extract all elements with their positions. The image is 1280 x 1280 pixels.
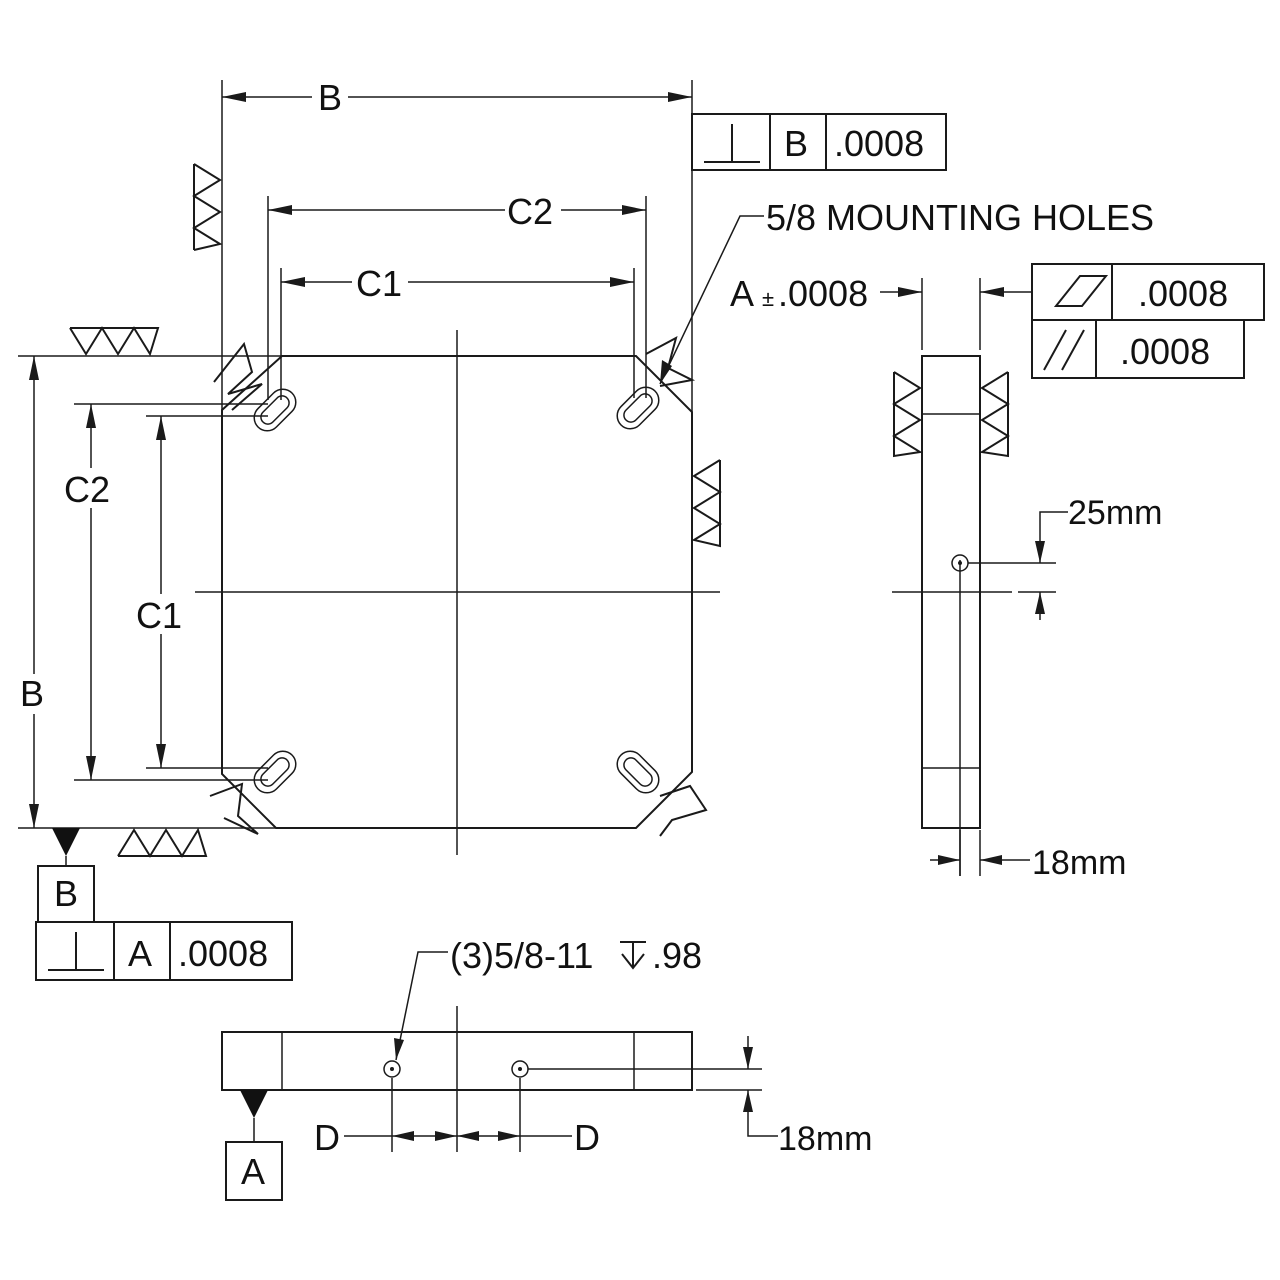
dim-label-top-c2: C2 [507,191,553,232]
dim-label-left-c2: C2 [64,469,110,510]
plate-outline [221,355,693,829]
dim-label-d-right: D [574,1117,600,1158]
dim-label-18mm-side: 18mm [1032,844,1126,882]
fcf-bottom-datum: A [128,933,152,974]
thickness-pm: ± [762,286,774,311]
perpendicularity-icon [48,932,104,971]
tapped-hole-left [383,1060,401,1078]
perpendicularity-icon [704,124,760,163]
dim-label-18mm-bottom: 18mm [778,1120,872,1158]
parallelism-tolerance: .0008 [1120,331,1210,372]
tapped-holes-note: (3)5/8-11 [450,935,593,976]
dim-label-left-c1: C1 [136,595,182,636]
fcf-flatness: .0008 [1031,263,1265,321]
fcf-perpendicularity-b: B .0008 [691,113,947,171]
fcf-bottom-tolerance: .0008 [178,933,268,974]
mounting-hole-bottom-left [253,750,297,794]
mounting-hole-top-right [616,386,660,430]
tapped-depth: .98 [652,935,702,976]
fcf-top-datum: B [784,123,808,164]
machining-mark-icon [69,163,722,858]
thickness-datum: A [730,273,754,314]
side-view: A ± .0008 .0008 .0008 25mm [730,263,1265,882]
datum-triangle-icon [52,828,80,856]
dim-label-d-left: D [314,1117,340,1158]
parallelism-icon [1043,329,1085,371]
thickness-value: .0008 [778,273,868,314]
datum-b-label: B [54,873,78,914]
fcf-top-tolerance: .0008 [834,123,924,164]
dim-label-top-b: B [318,77,342,118]
mounting-holes-note: 5/8 MOUNTING HOLES [766,197,1154,238]
leader-mounting-holes [659,215,764,385]
datum-a-box [225,1141,283,1201]
leader-tapped-holes [395,951,448,1061]
depth-icon [620,941,646,970]
datum-a-label: A [241,1151,265,1192]
dim-label-top-c1: C1 [356,263,402,304]
dim-label-25mm: 25mm [1068,494,1162,532]
dim-label-left-b: B [20,673,44,714]
bottom-view: (3)5/8-11 .98 D D 18mm A [221,935,872,1201]
flatness-tolerance: .0008 [1138,273,1228,314]
datum-b-box [37,865,95,923]
flatness-icon [1053,275,1109,307]
datum-triangle-icon [240,1090,268,1118]
mounting-hole-top-left [253,388,297,432]
fcf-perpendicularity-a: A .0008 [35,921,293,981]
mounting-hole-bottom-right [616,750,660,794]
fcf-parallelism: .0008 [1031,319,1245,379]
front-view: B C2 C1 B C2 [16,77,1154,981]
